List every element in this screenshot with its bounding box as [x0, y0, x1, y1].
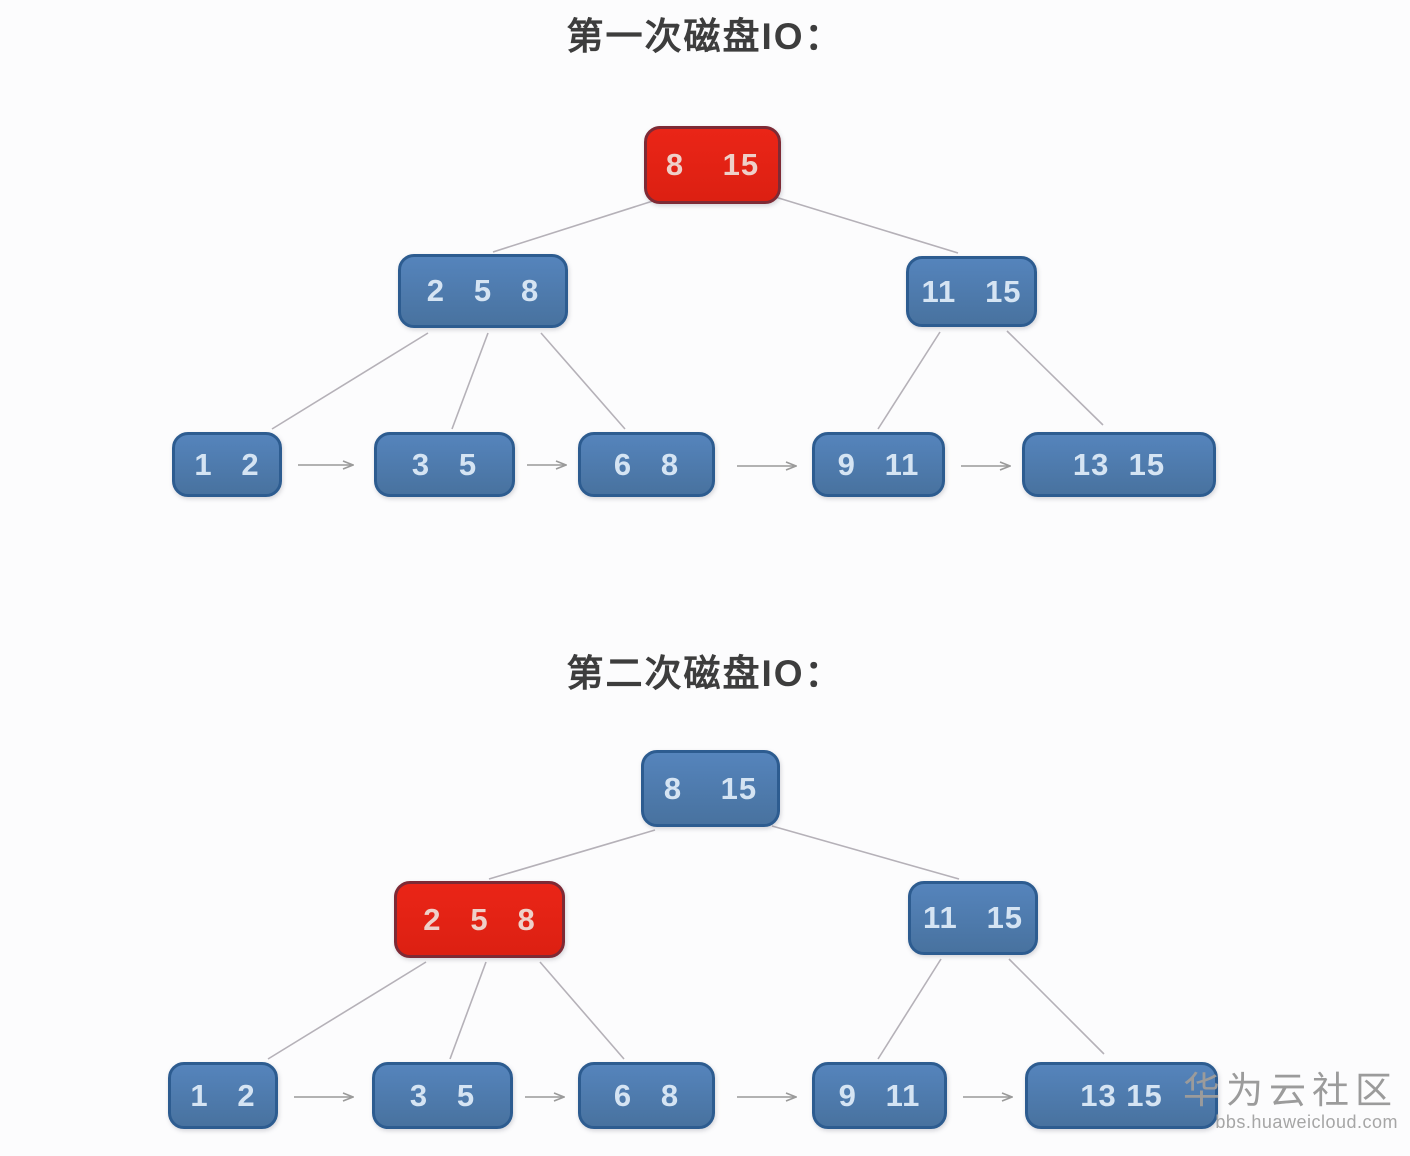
node-label: 8 15 — [665, 147, 760, 182]
node-label: 2 5 8 — [423, 901, 536, 937]
watermark-site-url: bbs.huaweicloud.com — [1215, 1111, 1398, 1132]
node-label: 9 11 — [837, 446, 920, 482]
node-label: 8 15 — [663, 770, 758, 806]
node-label: 13 15 — [1080, 1077, 1163, 1113]
node-internal-11-15: 11 15 — [908, 881, 1038, 955]
node-label: 6 8 — [613, 446, 680, 482]
node-label: 11 15 — [921, 273, 1022, 309]
node-internal-2-5-8: 2 5 8 — [398, 254, 568, 328]
node-internal-11-15: 11 15 — [906, 256, 1037, 327]
node-leaf-6-8: 6 8 — [578, 432, 715, 497]
diagram-title: 第一次磁盘IO： — [566, 16, 844, 57]
node-leaf-3-5: 3 5 — [374, 432, 515, 497]
node-label: 9 11 — [838, 1077, 921, 1113]
node-label: 6 8 — [613, 1077, 680, 1113]
node-leaf-13-15: 13 15 — [1025, 1062, 1218, 1129]
node-leaf-1-2: 1 2 — [168, 1062, 278, 1129]
node-label: 3 5 — [411, 446, 478, 482]
node-label: 3 5 — [409, 1077, 476, 1113]
node-leaf-6-8: 6 8 — [578, 1062, 715, 1129]
node-label: 2 5 8 — [426, 273, 540, 308]
node-label: 11 15 — [922, 900, 1024, 935]
watermark: 华为云社区 bbs.huaweicloud.com — [1183, 1070, 1398, 1132]
node-leaf-3-5: 3 5 — [372, 1062, 513, 1129]
node-leaf-9-11: 9 11 — [812, 432, 945, 497]
node-root-8-15: 8 15 — [641, 750, 780, 827]
diagram-title: 第二次磁盘IO： — [566, 653, 844, 694]
node-label: 13 15 — [1072, 446, 1166, 482]
node-label: 1 2 — [190, 1077, 256, 1113]
node-internal-2-5-8: 2 5 8 — [394, 881, 565, 958]
btree-diagram-first-io: 第一次磁盘IO： 8 15 2 5 8 11 15 — [172, 16, 1216, 620]
node-root-8-15: 8 15 — [644, 126, 781, 204]
watermark-site-name: 华为云社区 — [1183, 1070, 1398, 1111]
node-leaf-13-15: 13 15 — [1022, 432, 1216, 497]
tree-edges-svg — [271, 195, 1104, 620]
node-leaf-1-2: 1 2 — [172, 432, 282, 497]
btree-diagram-second-io: 第二次磁盘IO： 8 15 2 5 8 11 15 — [0, 620, 1410, 1156]
node-leaf-9-11: 9 11 — [812, 1062, 947, 1129]
node-label: 1 2 — [194, 446, 260, 482]
